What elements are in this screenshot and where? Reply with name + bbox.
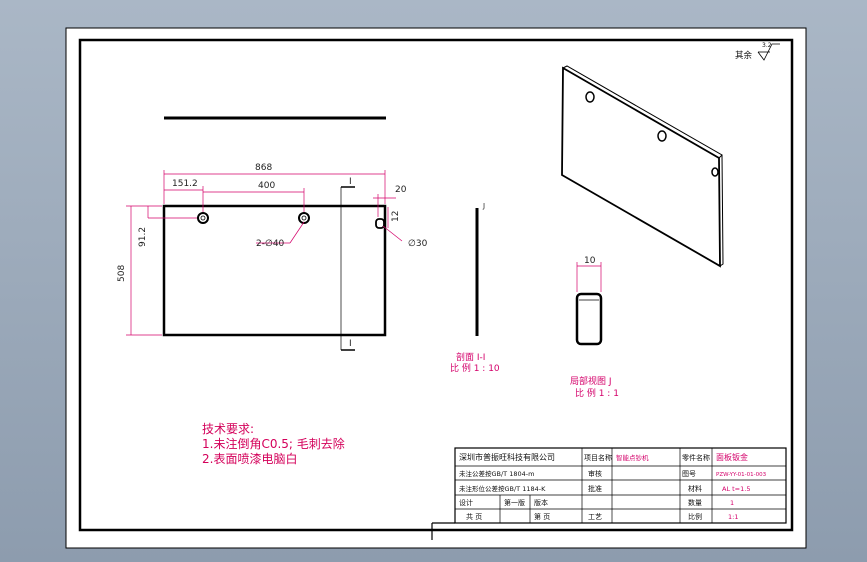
tb-std2: 未注形位公差按GB/T 1184-K [459, 484, 546, 493]
isometric-view [561, 65, 724, 268]
slot-callout: ∅30 [408, 239, 428, 249]
front-view-plate [162, 204, 387, 337]
tech-req-line2: 2.表面喷漆电脑白 [202, 451, 297, 466]
front-view-hole-left-inner [200, 215, 206, 221]
tb-scale-value: 1:1 [728, 513, 738, 521]
section-view-title: 剖面 I-I [456, 351, 485, 363]
front-view-hole-right-inner [301, 215, 307, 221]
section-view-scale: 比 例 1 : 10 [450, 362, 500, 374]
tb-scale-label: 比例 [688, 512, 702, 521]
tb-material-value: AL t=1.5 [722, 485, 750, 493]
dim-height: 508 [117, 265, 127, 282]
tb-process-label: 工艺 [588, 513, 602, 521]
drawing-border [78, 38, 794, 532]
front-view-dimensions [126, 170, 403, 336]
detail-view-scale: 比 例 1 : 1 [575, 387, 619, 399]
tb-version-label: 版本 [534, 498, 548, 507]
tb-part-name-label: 零件名称 [682, 453, 710, 462]
surface-finish-label: 其余 [735, 50, 753, 61]
detail-view-dim: 10 [584, 256, 596, 266]
section-mark-bottom: I [349, 339, 352, 349]
tb-project-label: 项目名称 [584, 453, 612, 462]
tb-page-no: 第 页 [534, 512, 550, 521]
dim-edge-offset: 20 [395, 185, 407, 195]
dim-overall-width: 868 [255, 163, 272, 173]
detail-mark: J [482, 202, 485, 210]
tb-material-label: 材料 [688, 484, 702, 493]
tb-total-pages: 共 页 [466, 512, 482, 521]
front-view-edge-slot [375, 218, 385, 229]
detail-view-dimension [576, 262, 602, 292]
detail-view-title: 局部视图 J [570, 375, 612, 387]
dim-small-hole: 12 [391, 211, 401, 222]
dim-hole-spacing: 400 [258, 181, 275, 191]
tb-qty-label: 数量 [688, 498, 702, 507]
tb-project-value: 智能点钞机 [616, 453, 649, 462]
front-view-hole-right [298, 212, 310, 224]
tb-part-name-value: 面板钣金 [716, 452, 748, 462]
tech-req-heading: 技术要求: [202, 422, 254, 436]
tb-code-value: PZW-YY-01-01-003 [716, 472, 767, 478]
tech-req-line1: 1.未注倒角C0.5; 毛刺去除 [202, 436, 345, 451]
tb-code-label: 图号 [682, 470, 696, 478]
tb-qty-value: 1 [730, 499, 734, 507]
tb-company: 深圳市普振旺科技有限公司 [459, 452, 555, 462]
dim-hole-height: 91.2 [138, 227, 148, 247]
tb-checker-label: 审核 [588, 469, 602, 478]
title-block [431, 447, 787, 540]
tb-approver-label: 批准 [588, 484, 602, 493]
front-view-hole-left [197, 212, 209, 224]
surface-finish-value: 3.2 [762, 42, 772, 49]
tb-designer: 设计 [459, 498, 473, 507]
surface-finish-icon [757, 43, 780, 61]
tb-version: 第一版 [504, 498, 525, 507]
tb-std1: 未注公差按GB/T 1804-m [459, 469, 534, 478]
hole-callout: 2-∅40 [256, 239, 285, 249]
dim-hole-offset: 151.2 [172, 179, 198, 189]
detail-view-profile [575, 292, 603, 346]
section-mark-top: I [349, 177, 352, 187]
